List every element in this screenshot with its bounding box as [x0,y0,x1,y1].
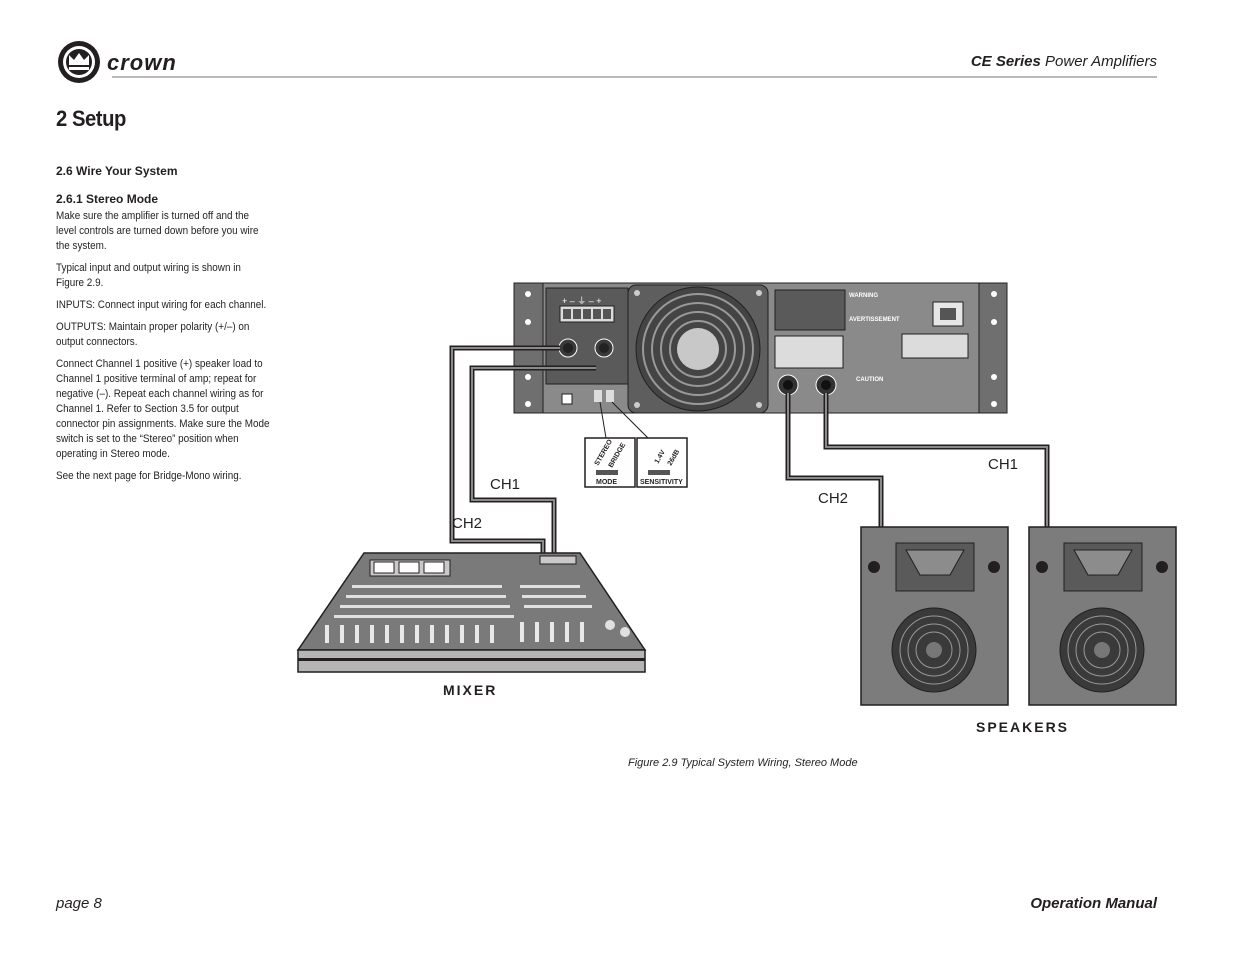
speaker-right [1028,526,1177,706]
series-name: CE Series [970,53,1041,70]
mode-switch-callout: STEREO BRIDGE MODE [584,401,636,488]
sensitivity-switch-label: SENSITIVITY [640,479,683,486]
amp-warning-text: WARNING [849,293,878,299]
crown-logo-text: crown [107,50,177,75]
paragraph: Typical input and output wiring is shown… [56,262,241,289]
mixer-ch1-label: CH1 [490,476,520,493]
figure-caption: Figure 2.9 Typical System Wiring, Stereo… [628,757,858,769]
output-cable-ch2 [785,393,884,528]
output-cable-ch1 [823,393,1050,528]
page-number: page 8 [56,895,102,912]
input-cable-ch1 [469,365,596,557]
paragraph: INPUTS: Connect input wiring for each ch… [56,299,267,311]
input-cable-ch2 [449,345,560,557]
paragraph: See the next page for Bridge-Mono wiring… [56,470,242,482]
series-title: CE Series Power Amplifiers [971,53,1157,70]
amplifier-rear-panel: + – ⏚ – + WARNING AVERTISSEMENT CAUTION [513,282,1008,414]
speaker-ch1-label: CH1 [988,456,1018,473]
svg-text:+ – ⏚ – +: + – ⏚ – + [562,296,602,306]
crown-logo: crown [58,41,177,83]
chapter-title: 2 Setup [56,106,126,131]
speaker-left [860,526,1009,706]
body-text: Make sure the amplifier is turned off an… [56,209,270,491]
paragraph: Connect Channel 1 positive (+) speaker l… [56,358,270,460]
mixer-ch2-label: CH2 [452,515,482,532]
section-title: 2.6 Wire Your System [56,164,178,178]
mode-switch-label: MODE [596,479,617,486]
speaker-ch2-label: CH2 [818,490,848,507]
subsection-title: 2.6.1 Stereo Mode [56,192,159,206]
paragraph: OUTPUTS: Maintain proper polarity (+/–) … [56,321,250,348]
amp-avertissement-text: AVERTISSEMENT [849,317,900,323]
sensitivity-switch-callout: 1.4V 26dB SENSITIVITY [611,401,688,488]
header-rule [112,76,1157,78]
amp-caution-text: CAUTION [856,377,883,383]
manual-title: Operation Manual [1030,895,1157,912]
speakers-label: SPEAKERS [976,719,1069,735]
series-subtitle: Power Amplifiers [1040,53,1157,70]
mixer-console [296,552,647,673]
mixer-label: MIXER [443,682,497,698]
paragraph: Make sure the amplifier is turned off an… [56,210,259,252]
